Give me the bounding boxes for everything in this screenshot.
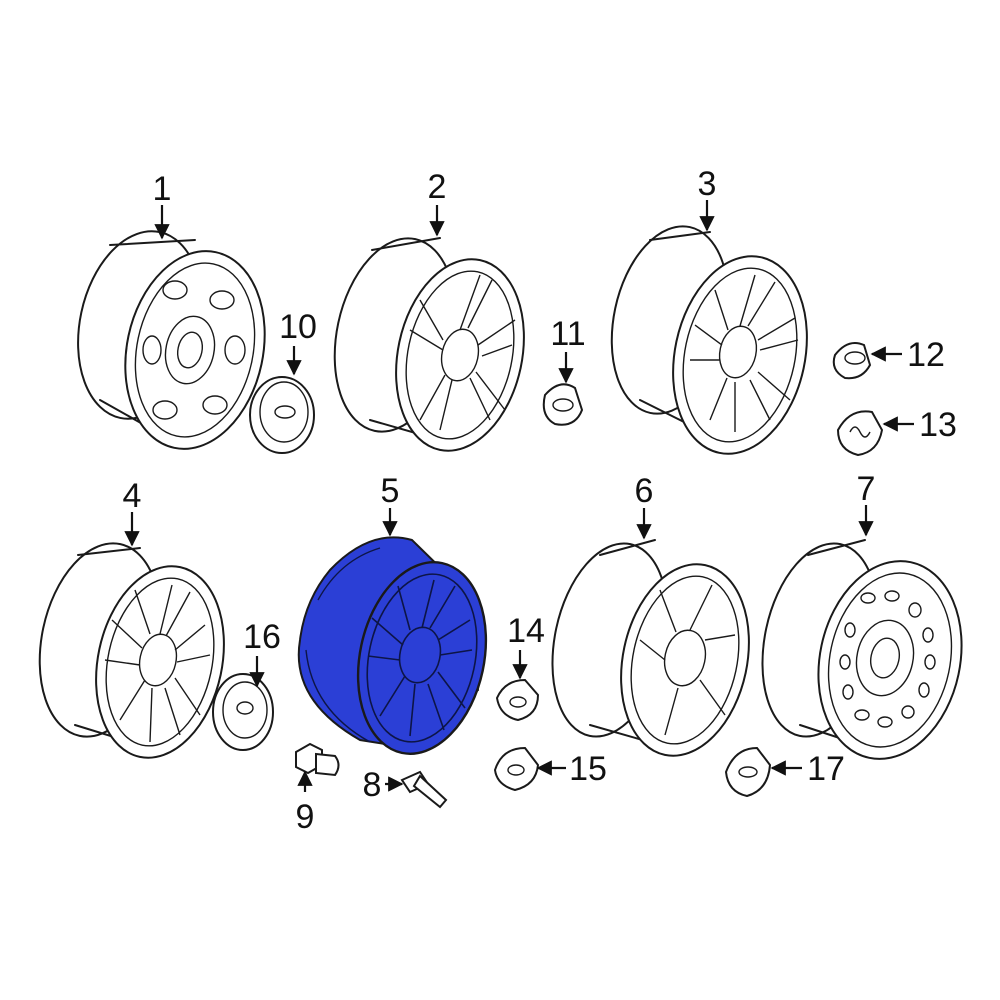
center-cap-12[interactable] [832,342,872,380]
wheel-5[interactable] [297,536,503,765]
callout-6[interactable]: 6 [635,472,654,510]
wheel-3[interactable] [595,215,824,466]
center-cap-15[interactable] [493,746,540,792]
callout-16[interactable]: 16 [243,618,281,656]
callout-arrows [124,200,914,792]
callout-2[interactable]: 2 [428,168,447,206]
wheel-1[interactable] [62,220,283,462]
center-cap-13[interactable] [836,410,884,457]
wheel-4[interactable] [23,532,241,770]
wheel-2[interactable] [318,227,541,463]
callout-15[interactable]: 15 [569,750,607,788]
callout-9[interactable]: 9 [296,798,315,836]
wheel-7[interactable] [746,533,979,773]
callout-8[interactable]: 8 [363,766,382,804]
callout-17[interactable]: 17 [807,750,845,788]
callout-12[interactable]: 12 [907,336,945,374]
center-cap-10[interactable] [249,376,315,454]
center-cap-14[interactable] [495,678,540,722]
callout-10[interactable]: 10 [279,308,317,346]
callout-11[interactable]: 11 [550,315,585,353]
center-cap-16[interactable] [212,673,274,751]
lug-nut-9[interactable] [295,742,340,777]
center-cap-17[interactable] [724,746,772,798]
callout-7[interactable]: 7 [857,470,876,508]
callout-14[interactable]: 14 [507,612,545,650]
callout-1[interactable]: 1 [153,170,172,208]
callout-3[interactable]: 3 [698,165,717,203]
callout-labels: 1 2 3 4 5 6 7 8 9 10 11 12 13 14 15 16 1… [123,165,957,836]
callout-13[interactable]: 13 [919,406,957,444]
callout-5[interactable]: 5 [381,472,400,510]
callout-4[interactable]: 4 [123,477,142,515]
valve-stem-8[interactable] [400,770,448,809]
wheel-6[interactable] [536,533,766,768]
center-cap-11[interactable] [542,383,584,426]
